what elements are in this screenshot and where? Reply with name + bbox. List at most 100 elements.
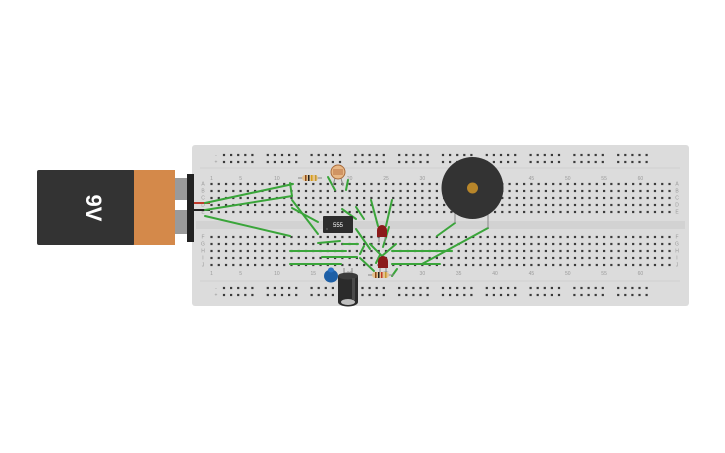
breadboard-hole[interactable] (624, 263, 627, 267)
breadboard-hole[interactable] (426, 293, 429, 297)
breadboard-hole[interactable] (457, 263, 460, 267)
breadboard-hole[interactable] (363, 196, 366, 200)
breadboard-hole[interactable] (370, 210, 373, 214)
breadboard-hole[interactable] (559, 203, 562, 207)
breadboard-hole[interactable] (413, 182, 417, 186)
breadboard-hole[interactable] (237, 153, 240, 157)
breadboard-hole[interactable] (399, 182, 402, 186)
breadboard-hole[interactable] (501, 203, 504, 207)
wire[interactable] (421, 227, 489, 265)
breadboard-hole[interactable] (412, 293, 415, 297)
breadboard-hole[interactable] (239, 196, 242, 200)
breadboard-hole[interactable] (449, 286, 452, 290)
breadboard-hole[interactable] (210, 263, 213, 267)
breadboard-hole[interactable] (537, 256, 540, 260)
breadboard-hole[interactable] (544, 210, 548, 214)
breadboard-hole[interactable] (573, 256, 577, 260)
breadboard-hole[interactable] (304, 196, 308, 200)
breadboard-hole[interactable] (653, 210, 657, 214)
breadboard-hole[interactable] (668, 235, 671, 239)
breadboard-hole[interactable] (501, 256, 504, 260)
breadboard-hole[interactable] (290, 256, 293, 260)
breadboard-hole[interactable] (377, 196, 380, 200)
breadboard-hole[interactable] (543, 153, 546, 157)
breadboard-hole[interactable] (450, 210, 453, 214)
breadboard-hole[interactable] (530, 203, 533, 207)
breadboard-hole[interactable] (392, 182, 395, 186)
breadboard-hole[interactable] (312, 189, 315, 193)
breadboard-hole[interactable] (310, 293, 313, 297)
breadboard-hole[interactable] (573, 235, 577, 239)
breadboard-hole[interactable] (559, 263, 562, 267)
breadboard-hole[interactable] (552, 189, 555, 193)
breadboard-hole[interactable] (646, 235, 649, 239)
breadboard-hole[interactable] (624, 196, 627, 200)
breadboard-hole[interactable] (639, 256, 642, 260)
breadboard-hole[interactable] (507, 153, 510, 157)
breadboard-hole[interactable] (283, 182, 286, 186)
breadboard-hole[interactable] (232, 235, 235, 239)
breadboard-hole[interactable] (624, 256, 627, 260)
breadboard-hole[interactable] (341, 235, 344, 239)
breadboard-hole[interactable] (515, 242, 518, 246)
breadboard-hole[interactable] (246, 196, 249, 200)
breadboard-hole[interactable] (428, 235, 431, 239)
breadboard-hole[interactable] (375, 293, 378, 297)
breadboard-hole[interactable] (254, 203, 257, 207)
breadboard-hole[interactable] (537, 249, 540, 253)
battery-9v[interactable]: 9V (37, 170, 194, 245)
breadboard-hole[interactable] (297, 196, 300, 200)
breadboard-hole[interactable] (514, 293, 517, 297)
breadboard-hole[interactable] (377, 242, 380, 246)
breadboard-hole[interactable] (486, 242, 489, 246)
breadboard-hole[interactable] (610, 203, 613, 207)
wire[interactable] (204, 183, 294, 204)
photoresistor[interactable] (330, 164, 346, 187)
breadboard-hole[interactable] (646, 256, 649, 260)
breadboard-hole[interactable] (530, 235, 533, 239)
breadboard-hole[interactable] (639, 235, 642, 239)
breadboard-hole[interactable] (602, 189, 606, 193)
breadboard-hole[interactable] (435, 235, 438, 239)
breadboard-hole[interactable] (392, 256, 395, 260)
breadboard-hole[interactable] (232, 189, 235, 193)
breadboard-hole[interactable] (317, 160, 320, 164)
breadboard-hole[interactable] (450, 256, 453, 260)
breadboard-hole[interactable] (610, 256, 613, 260)
breadboard-hole[interactable] (331, 286, 334, 290)
breadboard-hole[interactable] (508, 203, 511, 207)
breadboard-hole[interactable] (450, 242, 453, 246)
breadboard-hole[interactable] (392, 196, 395, 200)
breadboard-hole[interactable] (319, 182, 322, 186)
breadboard-hole[interactable] (246, 235, 249, 239)
breadboard-hole[interactable] (370, 263, 373, 267)
breadboard-hole[interactable] (610, 210, 613, 214)
breadboard-hole[interactable] (268, 249, 271, 253)
breadboard-hole[interactable] (594, 293, 597, 297)
breadboard-hole[interactable] (661, 203, 664, 207)
breadboard-hole[interactable] (624, 242, 627, 246)
breadboard-hole[interactable] (573, 203, 577, 207)
breadboard-hole[interactable] (610, 263, 613, 267)
breadboard-hole[interactable] (573, 249, 577, 253)
breadboard-hole[interactable] (331, 160, 334, 164)
breadboard-hole[interactable] (310, 153, 313, 157)
breadboard-hole[interactable] (428, 256, 431, 260)
breadboard-hole[interactable] (435, 210, 438, 214)
breadboard-hole[interactable] (295, 293, 298, 297)
breadboard-hole[interactable] (319, 189, 322, 193)
breadboard-hole[interactable] (254, 256, 257, 260)
breadboard-hole[interactable] (266, 293, 269, 297)
breadboard-hole[interactable] (304, 189, 308, 193)
breadboard-hole[interactable] (537, 242, 540, 246)
breadboard-hole[interactable] (588, 196, 591, 200)
breadboard-hole[interactable] (333, 210, 337, 214)
breadboard-hole[interactable] (398, 293, 401, 297)
breadboard-hole[interactable] (354, 160, 357, 164)
breadboard-hole[interactable] (595, 249, 598, 253)
breadboard-hole[interactable] (552, 263, 555, 267)
breadboard-hole[interactable] (268, 256, 271, 260)
breadboard-hole[interactable] (312, 210, 315, 214)
wire[interactable] (291, 199, 319, 235)
breadboard-hole[interactable] (244, 286, 247, 290)
